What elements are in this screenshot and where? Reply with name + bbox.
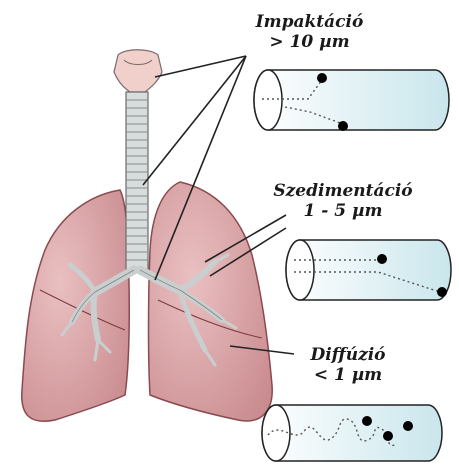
impaction-title: Impaktáció	[252, 12, 367, 32]
trachea-rings	[126, 100, 148, 260]
diffusion-particle-1	[362, 416, 372, 426]
left-lung	[22, 190, 129, 421]
impaction-particle-1	[317, 73, 327, 83]
right-lung	[149, 182, 273, 421]
sedimentation-label: Szedimentáció 1 - 5 µm	[268, 181, 418, 221]
diffusion-tube	[262, 405, 442, 461]
sedimentation-particle-2	[437, 287, 447, 297]
diffusion-size: < 1 µm	[298, 365, 398, 385]
impaction-label: Impaktáció > 10 µm	[252, 12, 367, 52]
sedimentation-particle-1	[377, 254, 387, 264]
sedimentation-size: 1 - 5 µm	[268, 201, 418, 221]
impaction-size: > 10 µm	[252, 32, 367, 52]
diffusion-particle-3	[403, 421, 413, 431]
diffusion-title: Diffúzió	[298, 345, 398, 365]
impaction-particle-2	[338, 121, 348, 131]
sedimentation-tube	[286, 240, 451, 300]
impaction-tube	[254, 70, 449, 131]
larynx	[114, 50, 162, 92]
diffusion-particle-2	[383, 431, 393, 441]
diffusion-label: Diffúzió < 1 µm	[298, 345, 398, 385]
sedimentation-title: Szedimentáció	[268, 181, 418, 201]
